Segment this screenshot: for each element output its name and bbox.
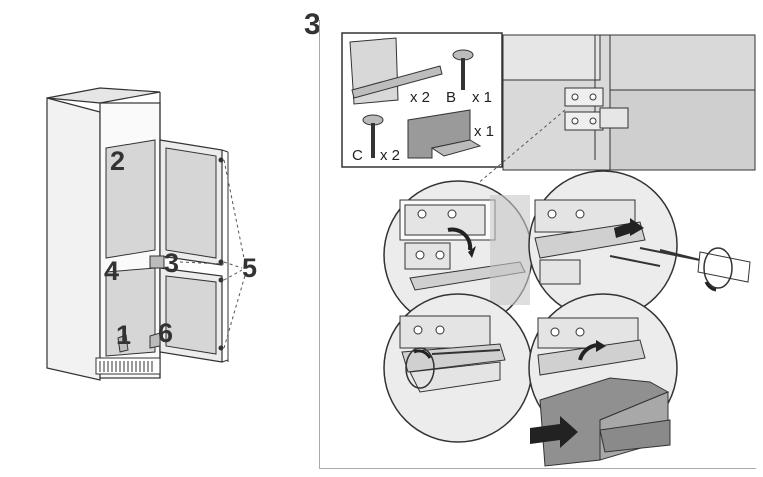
step-panel — [319, 20, 756, 469]
detail-circle-1 — [383, 180, 533, 330]
fridge-drawing — [46, 87, 247, 381]
callout-3: 3 — [164, 248, 180, 278]
block-quantity: x 1 — [474, 123, 495, 140]
screw-b-quantity: x 1 — [472, 89, 493, 106]
callout-1: 1 — [116, 320, 132, 350]
detail-circle-3 — [383, 293, 533, 443]
screwdriver-right — [659, 247, 751, 292]
detail-circle-2 — [528, 170, 701, 320]
callout-2: 2 — [110, 146, 126, 176]
step-number: 3 — [304, 8, 321, 41]
spacer-block — [530, 377, 671, 467]
callout-6: 6 — [158, 318, 174, 348]
callout-5: 5 — [242, 253, 258, 283]
screw-c-letter: C — [352, 147, 363, 164]
screw-c-quantity: x 2 — [380, 147, 401, 164]
cabinet-corner-view — [502, 34, 756, 171]
slide-quantity: x 2 — [410, 89, 431, 106]
parts-illustrations — [341, 32, 503, 168]
callout-4: 4 — [104, 256, 120, 286]
screw-b-letter: B — [446, 89, 457, 106]
